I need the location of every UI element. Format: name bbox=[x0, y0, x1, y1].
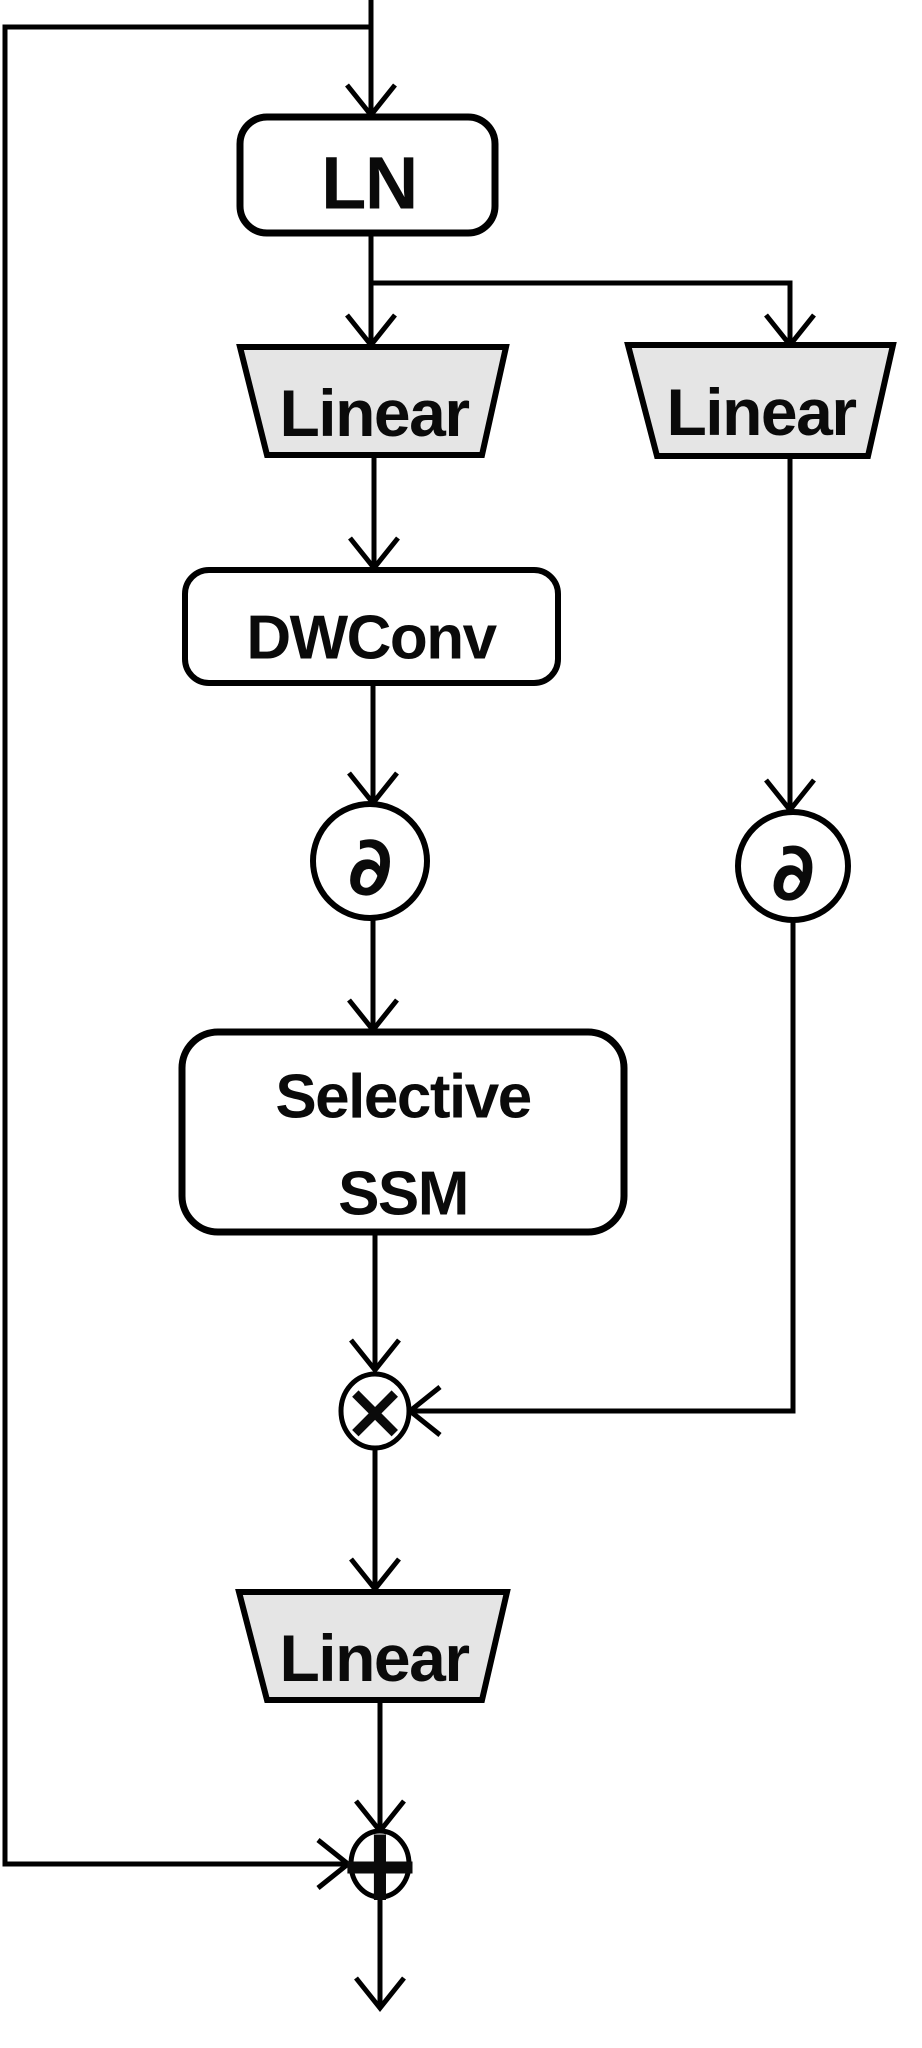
multiply-symbol: × bbox=[342, 1367, 407, 1457]
activation-left-symbol: ∂ bbox=[348, 820, 393, 915]
ln-box bbox=[236, 113, 499, 237]
add-symbol: + bbox=[336, 1803, 423, 1925]
linear-right-label: Linear bbox=[666, 375, 856, 449]
activation-right-circle bbox=[735, 809, 851, 923]
skip-connection-line bbox=[2, 24, 371, 1867]
activation-left-circle bbox=[310, 801, 430, 921]
edge-activation-right-to-multiply bbox=[412, 920, 796, 1414]
linear-right-trapezoid bbox=[624, 342, 897, 459]
connectors bbox=[2, 0, 816, 2013]
linear-out-trapezoid bbox=[235, 1589, 511, 1703]
arrowhead-multiply-top-icon bbox=[349, 1338, 401, 1375]
edge-ln-to-split bbox=[368, 233, 793, 343]
add-circle bbox=[348, 1828, 412, 1900]
dwconv-box bbox=[182, 567, 561, 686]
linear-out-label: Linear bbox=[279, 1621, 469, 1695]
arrowhead-output-icon bbox=[354, 1976, 406, 2013]
selective-ssm-label-line1: Selective bbox=[275, 1063, 530, 1132]
selective-ssm-box bbox=[178, 1028, 628, 1236]
selective-ssm-label-line2: SSM bbox=[338, 1160, 468, 1229]
ln-label: LN bbox=[321, 142, 417, 225]
linear-left-label: Linear bbox=[279, 376, 469, 450]
activation-right-symbol: ∂ bbox=[771, 826, 815, 919]
nodes: LN Linear Linear DWConv ∂ ∂ Selective SS… bbox=[178, 113, 897, 1925]
multiply-circle bbox=[338, 1371, 412, 1451]
linear-left-trapezoid bbox=[236, 344, 510, 458]
dwconv-label: DWConv bbox=[246, 604, 497, 673]
arrowhead-skip-icon bbox=[316, 1838, 353, 1890]
